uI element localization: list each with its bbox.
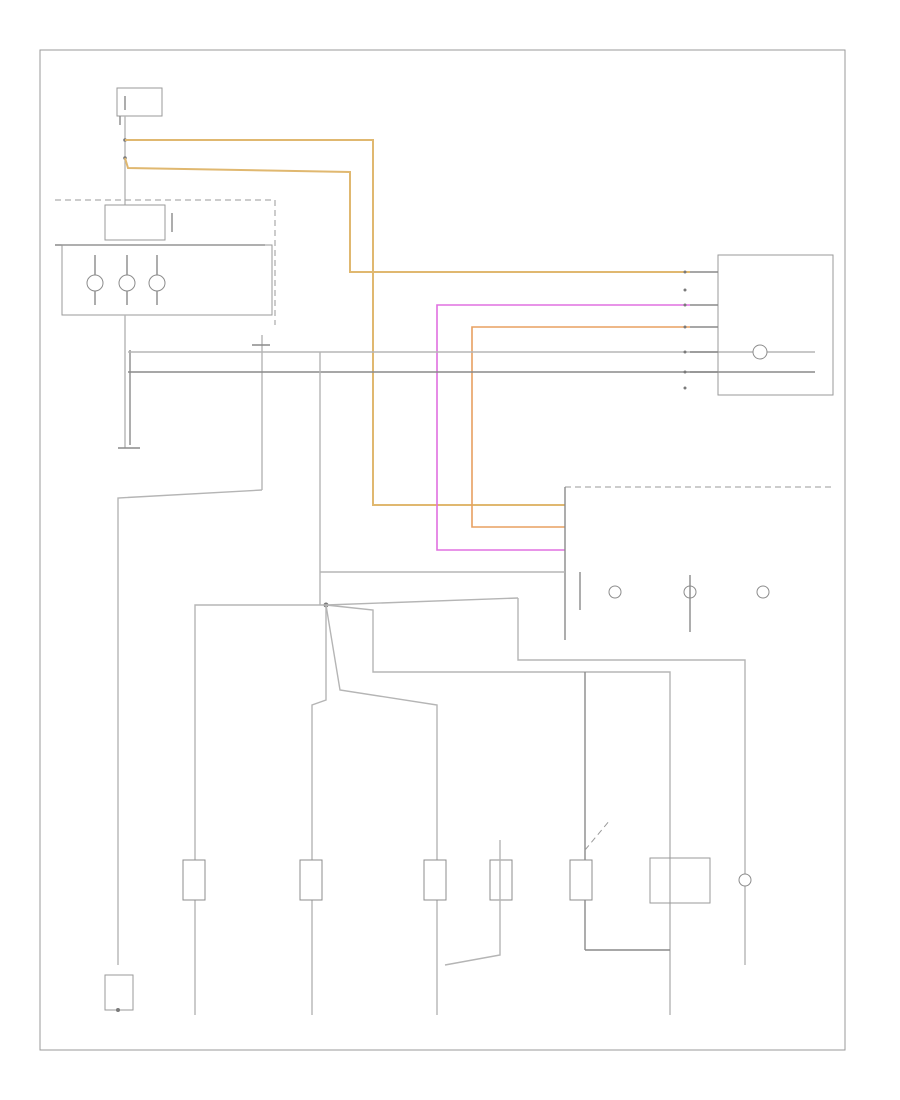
lamp-a (182, 859, 206, 901)
orange-wires (471, 326, 690, 528)
lamp-distribution (194, 352, 671, 1015)
cluster-lamp-1 (608, 585, 622, 599)
lamp-e (569, 859, 593, 901)
lamp-b (299, 859, 323, 901)
switch-lamp-2 (118, 274, 136, 292)
instrument-cluster (320, 486, 835, 965)
lamp-g (738, 873, 752, 887)
lamp-d (489, 859, 513, 901)
lower-lamps (182, 819, 752, 966)
fuse-block (116, 87, 163, 125)
diagram-frame (39, 49, 846, 1051)
switch-ground-run (117, 315, 270, 965)
pink-wires (436, 304, 690, 551)
control-module (683, 254, 834, 396)
cluster-lamp-3 (756, 585, 770, 599)
switch-lamp-3 (148, 274, 166, 292)
tan-wires (124, 139, 690, 506)
bottom-left-component (104, 974, 134, 1012)
module-f (649, 857, 711, 904)
lamp-c (423, 859, 447, 901)
control-lamp (752, 344, 768, 360)
switch-lamp-1 (86, 274, 104, 292)
headlamp-switch-module (55, 199, 276, 325)
